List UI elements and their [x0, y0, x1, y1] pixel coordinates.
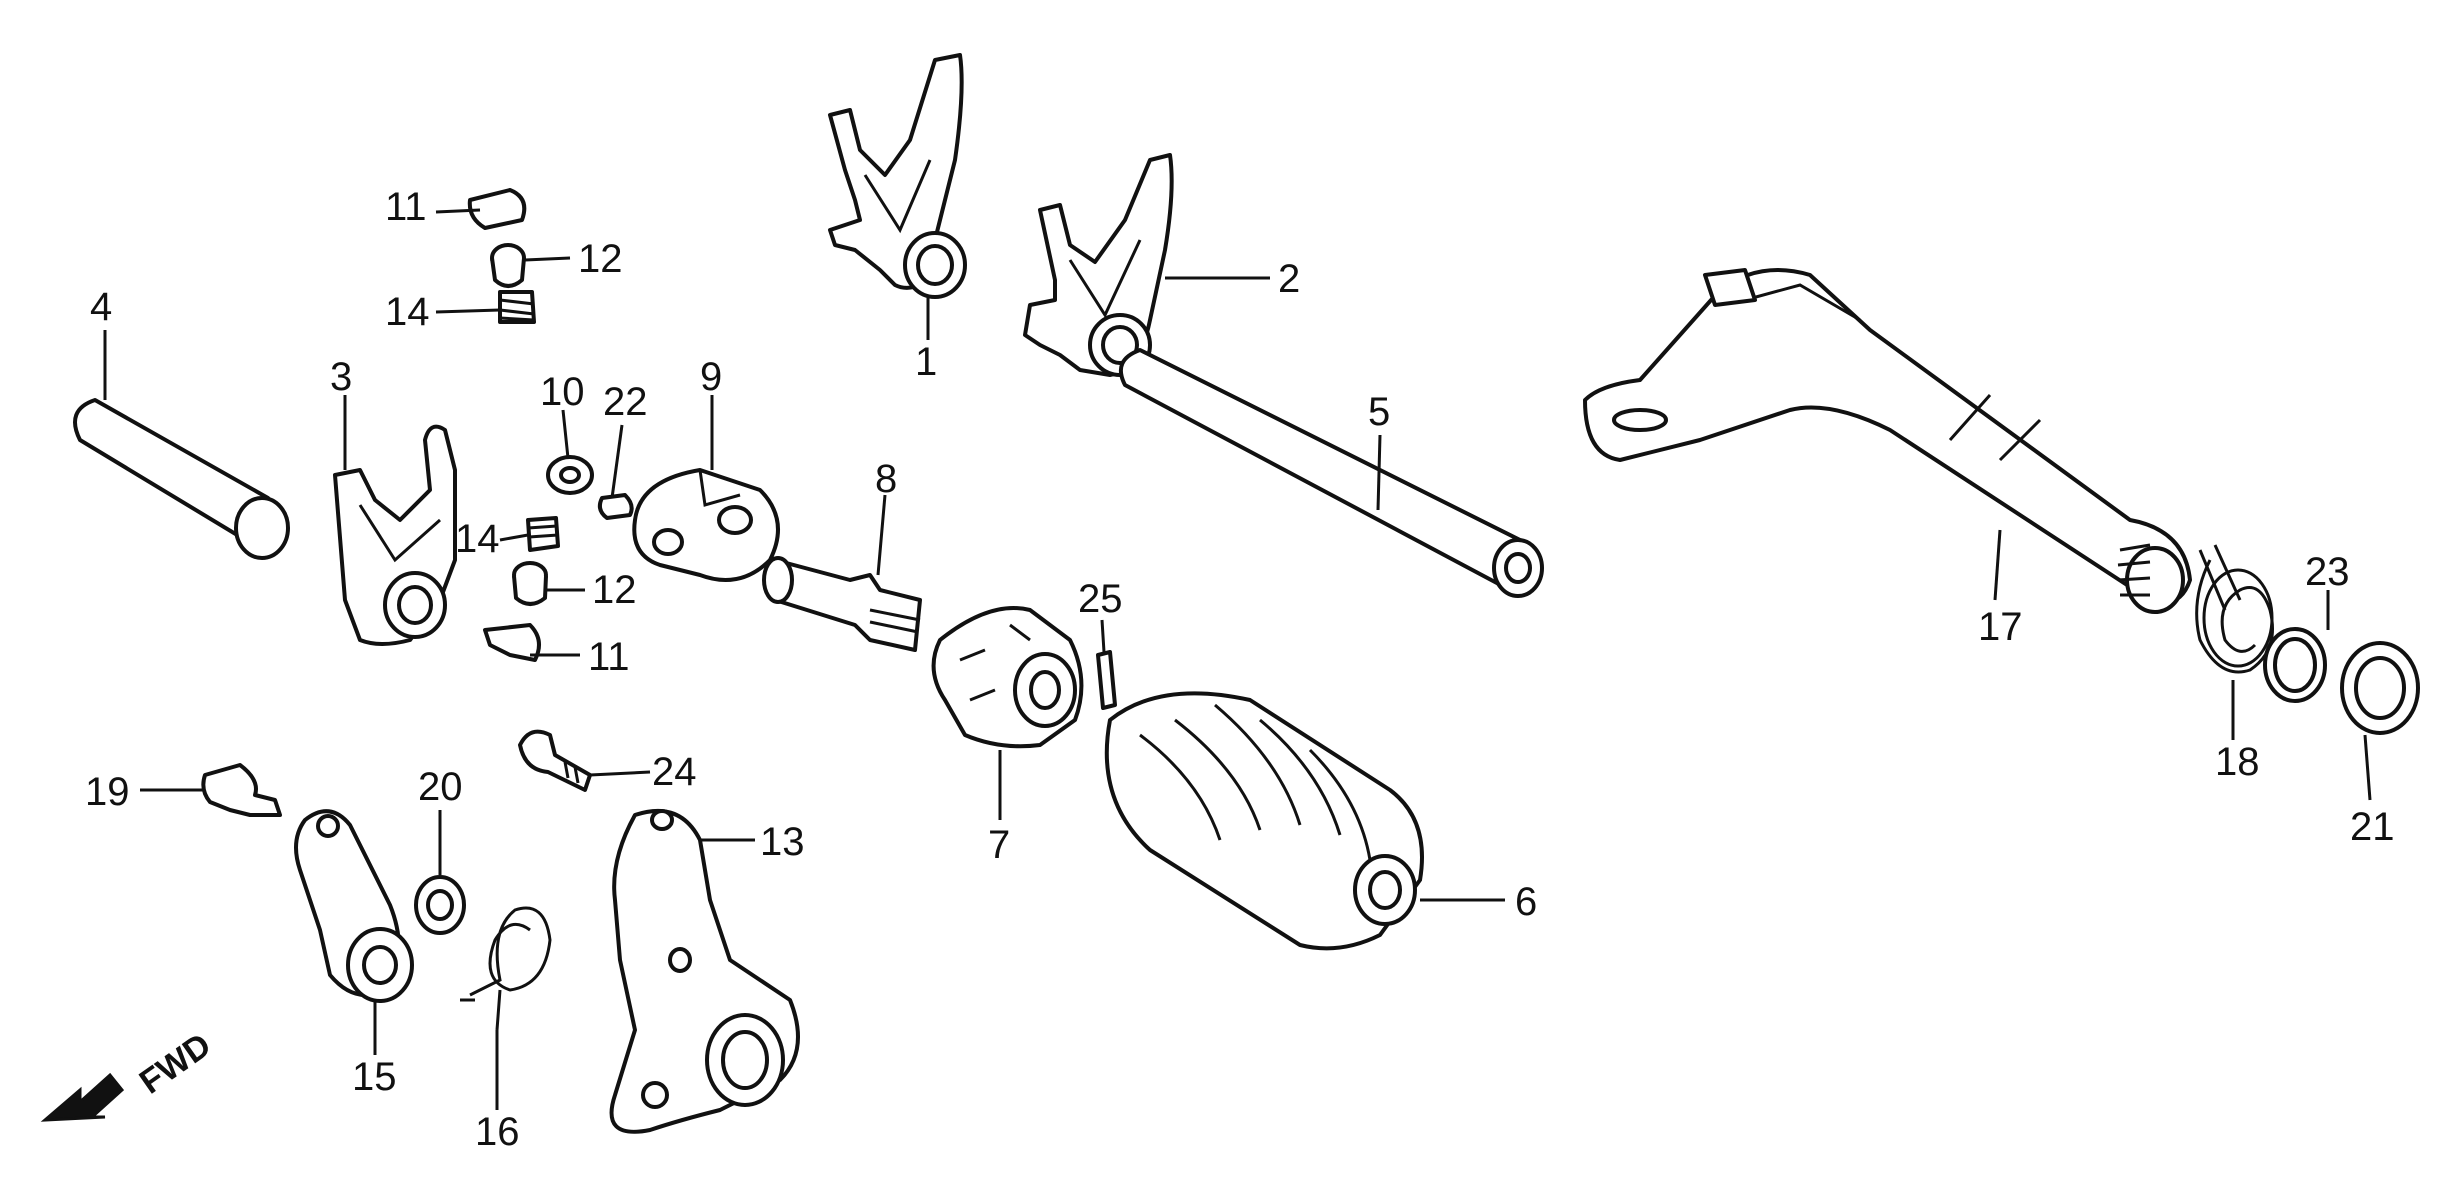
fwd-arrow-icon: FWD [40, 1026, 218, 1122]
part-1-shift-fork [828, 53, 967, 299]
part-5-fork-shaft [1119, 348, 1544, 598]
callout-5: 5 [1368, 390, 1390, 434]
part-24-bolt [518, 729, 592, 792]
callout-14-lower: 14 [455, 517, 500, 561]
callout-4: 4 [90, 285, 112, 329]
part-19-bolt [201, 763, 282, 817]
callout-17: 17 [1978, 605, 2023, 649]
callout-2: 2 [1278, 257, 1300, 301]
part-16-stopper-spring [460, 906, 552, 1031]
callout-21: 21 [2350, 805, 2395, 849]
part-7-drum-center [931, 606, 1084, 749]
part-14-lower-spring [526, 516, 560, 552]
part-4-shaft [73, 398, 290, 560]
part-14-upper-spring [498, 290, 536, 324]
fwd-label: FWD [133, 1026, 218, 1102]
callout-7: 7 [988, 823, 1010, 867]
callout-24: 24 [652, 750, 697, 794]
part-10-bolt [546, 455, 594, 495]
callout-1: 1 [915, 340, 937, 384]
callout-15: 15 [352, 1055, 397, 1099]
part-18-return-spring [2195, 544, 2274, 674]
part-12-lower-pin [512, 561, 548, 606]
part-23-collar [2263, 627, 2327, 703]
callout-11-lower: 11 [588, 635, 630, 679]
part-20-washer [414, 875, 466, 935]
callout-19: 19 [85, 770, 130, 814]
callout-9: 9 [700, 355, 722, 399]
callout-23: 23 [2305, 550, 2350, 594]
callout-12-upper: 12 [578, 237, 623, 281]
leader-lines [103, 208, 2372, 1110]
callout-labels: 4 3 11 12 14 10 22 9 14 12 11 8 1 2 5 25… [85, 185, 2395, 1154]
part-2-shift-fork [1023, 153, 1174, 377]
callout-16: 16 [475, 1110, 520, 1154]
callout-8: 8 [875, 457, 897, 501]
part-9-stopper-cam [632, 468, 780, 582]
callout-6: 6 [1515, 880, 1537, 924]
callout-20: 20 [418, 765, 463, 809]
callout-3: 3 [330, 355, 352, 399]
part-17-gearshift-spindle [1583, 268, 2192, 614]
callout-13: 13 [760, 820, 805, 864]
part-21-washer [2340, 641, 2420, 735]
part-15-stopper-arm [294, 809, 414, 1003]
part-8-shaft-bolt [762, 556, 922, 652]
callout-11-upper: 11 [385, 185, 427, 229]
part-12-upper-pin [490, 243, 526, 288]
part-3-shift-fork [333, 424, 457, 646]
callout-25: 25 [1078, 577, 1123, 621]
callout-12-lower: 12 [592, 568, 637, 612]
callout-14-upper: 14 [385, 290, 430, 334]
part-13-stopper-plate [609, 808, 800, 1134]
callout-10: 10 [540, 370, 585, 414]
part-11-lower-pin-plate [483, 623, 541, 662]
callout-18: 18 [2215, 740, 2260, 784]
part-6-shift-drum [1104, 691, 1424, 951]
callout-22: 22 [603, 380, 648, 424]
part-22-pin [597, 493, 634, 520]
part-25-dowel-pin [1096, 650, 1117, 710]
